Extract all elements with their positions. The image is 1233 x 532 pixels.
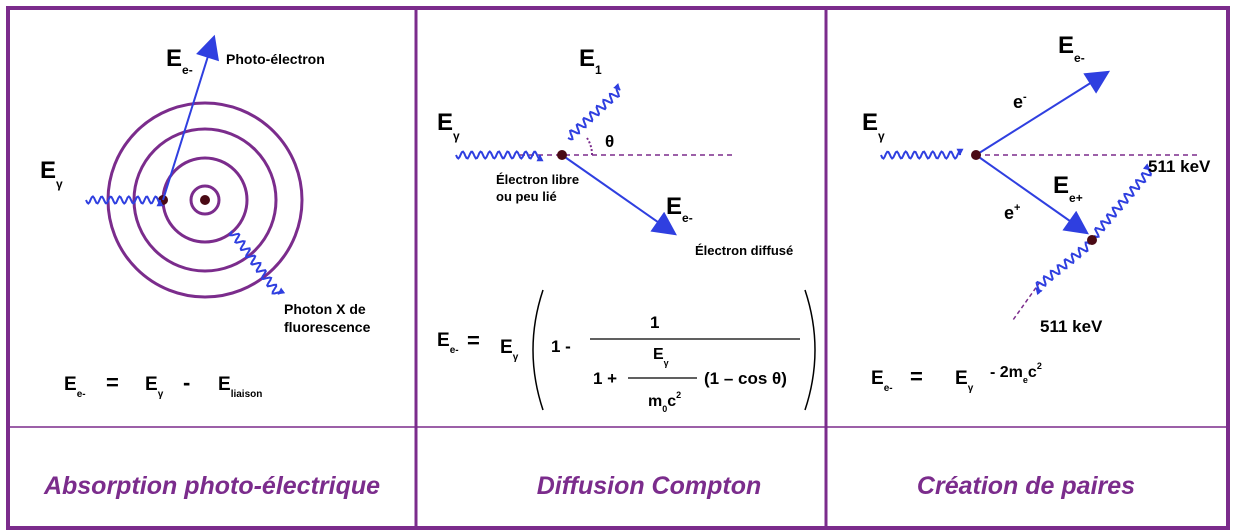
electron-energy-sub: e- <box>1074 51 1085 65</box>
panel-photoelectric: Ee- Photo-électron Eγ Photon X de fluore… <box>40 34 380 500</box>
positron-energy-sub: e+ <box>1069 191 1083 205</box>
svg-text:e-: e- <box>1013 91 1027 112</box>
fluorescence-label-line2: fluorescence <box>284 319 371 335</box>
annihilation-dashed-tail <box>1012 281 1041 321</box>
svg-text:1 -: 1 - <box>551 337 571 356</box>
svg-text:Eliaison: Eliaison <box>218 374 262 400</box>
svg-text:Ee-: Ee- <box>1058 32 1085 65</box>
incident-photon-energy-sub: γ <box>878 129 885 143</box>
svg-text:1: 1 <box>650 313 659 332</box>
kev-label-bottom: 511 keV <box>1040 317 1103 336</box>
table-frame <box>6 6 1230 530</box>
svg-text:Eγ: Eγ <box>653 346 669 368</box>
incident-photon-wave <box>880 148 964 160</box>
scattered-electron-energy-symbol: E <box>666 193 682 220</box>
panel-compton: E1 Eγ θ Électron libre ou peu lié Ee- Él… <box>437 45 816 500</box>
electron-charge: - <box>1023 91 1027 103</box>
svg-text:Eγ: Eγ <box>145 374 164 400</box>
pair-equation: Ee- = Eγ - 2mec2 <box>871 361 1042 394</box>
photoelectron-energy-sub: e- <box>182 63 193 77</box>
theta-arc <box>586 137 594 156</box>
annihilation-photon-up <box>1093 163 1152 239</box>
electron-energy-symbol: E <box>1058 32 1074 59</box>
svg-text:e+: e+ <box>1004 202 1020 223</box>
svg-text:Ee-: Ee- <box>871 368 893 394</box>
theta-label: θ <box>605 132 614 151</box>
nucleus <box>200 195 210 205</box>
scattered-electron-energy-sub: e- <box>682 211 693 225</box>
fluorescence-label-line1: Photon X de <box>284 301 366 317</box>
svg-text:Eγ: Eγ <box>437 109 460 143</box>
scattered-photon-wave <box>567 83 621 141</box>
photoelectron-energy-symbol: E <box>166 45 182 72</box>
svg-text:=: = <box>467 328 480 353</box>
left-paren <box>532 289 544 411</box>
svg-text:Ee-: Ee- <box>166 45 193 77</box>
positron-label: e <box>1004 203 1014 223</box>
svg-text:-: - <box>183 370 190 395</box>
scattered-electron-arrow <box>561 154 677 236</box>
scattered-photon-energy-symbol: E <box>579 45 595 72</box>
incident-photon-energy-sub: γ <box>56 177 63 191</box>
scattered-photon-energy-sub: 1 <box>595 63 602 77</box>
photoelectron-label: Photo-électron <box>226 51 325 67</box>
svg-text:Ee-: Ee- <box>437 330 459 356</box>
photoelectric-equation: Ee- = Eγ - Eliaison <box>64 370 262 400</box>
svg-text:Eγ: Eγ <box>955 368 974 394</box>
incident-photon-wave <box>85 195 164 207</box>
panel3-title: Création de paires <box>917 472 1135 500</box>
positron-energy-symbol: E <box>1053 172 1069 199</box>
svg-text:Eγ: Eγ <box>862 109 885 143</box>
positron-charge: + <box>1014 202 1020 214</box>
annihilation-point <box>1087 235 1097 245</box>
positron-arrow <box>975 154 1089 235</box>
compton-electron <box>557 150 567 160</box>
svg-text:Eγ: Eγ <box>500 337 519 363</box>
electron-label-line1: Électron libre <box>496 172 579 187</box>
incident-photon-energy-symbol: E <box>40 157 56 184</box>
electron-label: e <box>1013 92 1023 112</box>
svg-text:=: = <box>106 370 119 395</box>
svg-text:Eγ: Eγ <box>40 157 63 191</box>
annihilation-photon-down <box>1035 241 1091 296</box>
incident-photon-energy-symbol: E <box>862 109 878 136</box>
svg-text:m0c2: m0c2 <box>648 390 681 414</box>
svg-text:E1: E1 <box>579 45 602 77</box>
kev-label-top: 511 keV <box>1148 157 1211 176</box>
pair-vertex <box>971 150 981 160</box>
scattered-electron-label: Électron diffusé <box>695 243 793 258</box>
svg-text:Ee+: Ee+ <box>1053 172 1083 205</box>
panel-pair-production: Ee- Eγ e- Ee+ e+ 511 keV 511 keV Ee- = E… <box>862 32 1211 500</box>
svg-text:(1 – cos θ): (1 – cos θ) <box>704 369 787 388</box>
panel2-title: Diffusion Compton <box>537 472 762 500</box>
svg-text:- 2mec2: - 2mec2 <box>990 361 1042 385</box>
svg-text:Ee-: Ee- <box>666 193 693 225</box>
electron-arrow <box>975 70 1111 156</box>
svg-text:=: = <box>910 364 923 389</box>
compton-equation: Ee- = Eγ 1 - 1 1 + Eγ m0c2 (1 – cos θ) <box>437 289 816 414</box>
fluorescence-photon-wave <box>229 230 286 295</box>
incident-photon-wave <box>455 150 544 162</box>
svg-text:1 +: 1 + <box>593 369 617 388</box>
incident-photon-energy-sub: γ <box>453 129 460 143</box>
svg-text:Ee-: Ee- <box>64 374 86 400</box>
photoelectron-arrow <box>162 34 220 201</box>
electron-label-line2: ou peu lié <box>496 189 557 204</box>
panel1-title: Absorption photo-électrique <box>43 472 380 500</box>
right-paren <box>804 289 816 411</box>
incident-photon-energy-symbol: E <box>437 109 453 136</box>
